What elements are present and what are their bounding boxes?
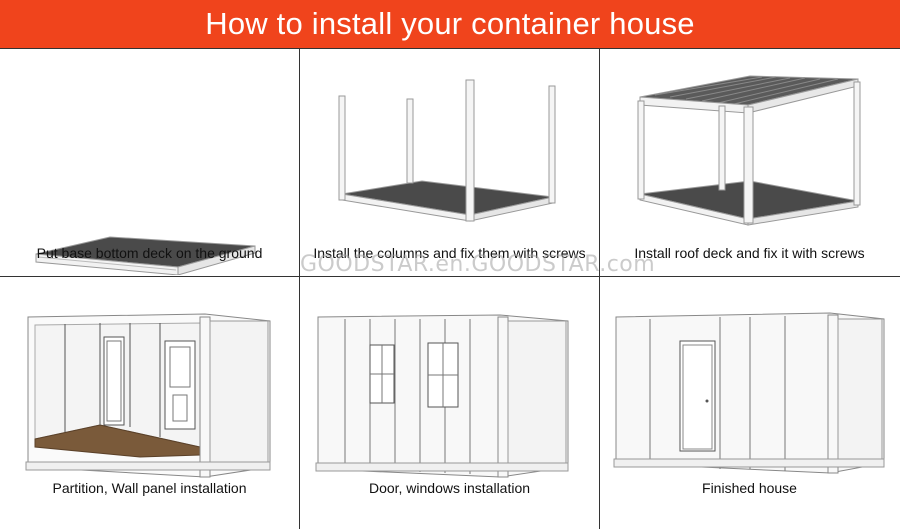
wall-panel-illustration (25, 313, 271, 478)
roof-deck-illustration (637, 75, 861, 226)
step-1-cell: Put base bottom deck on the ground (0, 49, 299, 275)
steps-grid: Put base bottom deck on the ground Insta… (0, 48, 900, 529)
grid-divider-v2 (599, 49, 600, 529)
step-4-cell: Partition, Wall panel installation (0, 277, 299, 503)
step-6-cell: Finished house (600, 277, 899, 503)
grid-divider-v1 (299, 49, 300, 529)
step-3-caption: Install roof deck and fix it with screws (634, 245, 865, 261)
door-windows-illustration (315, 314, 569, 478)
step-2-cell: Install the columns and fix them with sc… (300, 49, 599, 275)
base-deck-illustration (35, 236, 256, 275)
columns-illustration (338, 79, 556, 222)
page-title: How to install your container house (205, 6, 695, 41)
finished-house-illustration (613, 312, 885, 474)
grid-divider-h (0, 276, 900, 277)
page-title-banner: How to install your container house (0, 0, 900, 48)
step-5-cell: Door, windows installation (300, 277, 599, 503)
step-2-caption: Install the columns and fix them with sc… (313, 245, 586, 261)
step-6-caption: Finished house (702, 480, 797, 496)
step-3-cell: Install roof deck and fix it with screws (600, 49, 899, 275)
step-1-caption: Put base bottom deck on the ground (36, 245, 263, 261)
watermark-text: GOODSTAR.en.GOODSTAR.com (300, 252, 656, 277)
step-4-caption: Partition, Wall panel installation (52, 480, 247, 496)
step-5-caption: Door, windows installation (368, 480, 531, 496)
